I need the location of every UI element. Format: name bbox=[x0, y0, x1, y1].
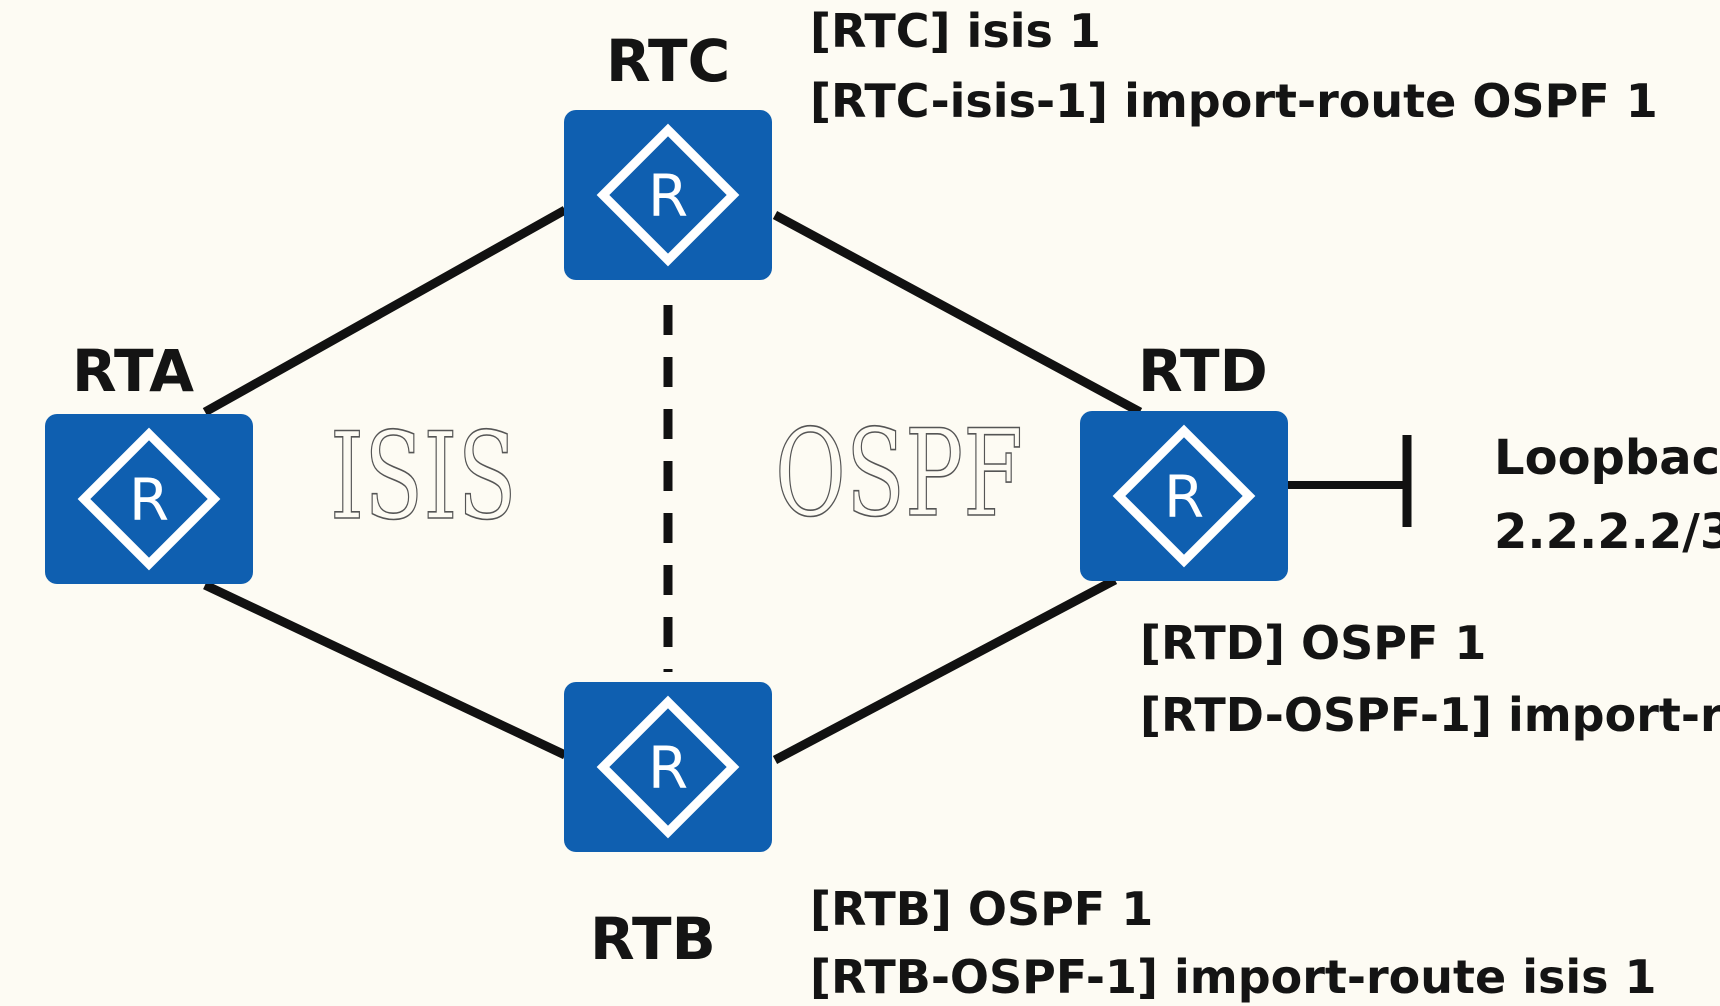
loopback-address: 2.2.2.2/3 bbox=[1494, 504, 1720, 560]
config-rtd-line-2: [RTD-OSPF-1] import-r bbox=[1140, 688, 1720, 742]
router-icon: R bbox=[77, 427, 221, 571]
router-label-rtb: RTB bbox=[590, 905, 716, 973]
config-rtb-line-2: [RTB-OSPF-1] import-route isis 1 bbox=[810, 950, 1657, 1004]
router-label-rta: RTA bbox=[72, 337, 195, 405]
router-label-rtc: RTC bbox=[606, 27, 731, 95]
router-icon-letter: R bbox=[1164, 463, 1204, 531]
router-icon: R bbox=[596, 123, 740, 267]
router-icon: R bbox=[596, 695, 740, 839]
router-label-rtd: RTD bbox=[1138, 337, 1268, 405]
area-label-isis: ISIS bbox=[329, 408, 517, 547]
router-rtb[interactable]: R bbox=[564, 682, 772, 852]
link-rta-rtc bbox=[202, 206, 568, 416]
router-rtc[interactable]: R bbox=[564, 110, 772, 280]
router-icon-letter: R bbox=[129, 466, 169, 534]
area-label-ospf: OSPF bbox=[774, 405, 1024, 544]
link-rtb-rtd bbox=[772, 576, 1118, 764]
link-rtc-rtd bbox=[772, 211, 1143, 416]
config-rtb-line-1: [RTB] OSPF 1 bbox=[810, 882, 1154, 936]
link-rta-rtb bbox=[203, 580, 567, 760]
config-rtc-line-1: [RTC] isis 1 bbox=[810, 4, 1101, 58]
router-icon-letter: R bbox=[648, 734, 688, 802]
router-icon: R bbox=[1112, 424, 1256, 568]
config-rtd-line-1: [RTD] OSPF 1 bbox=[1140, 616, 1487, 670]
router-rtd[interactable]: R bbox=[1080, 411, 1288, 581]
loopback-label: Loopbac bbox=[1494, 430, 1720, 486]
router-icon-letter: R bbox=[648, 162, 688, 230]
router-rta[interactable]: R bbox=[45, 414, 253, 584]
config-rtc-line-2: [RTC-isis-1] import-route OSPF 1 bbox=[810, 74, 1658, 128]
